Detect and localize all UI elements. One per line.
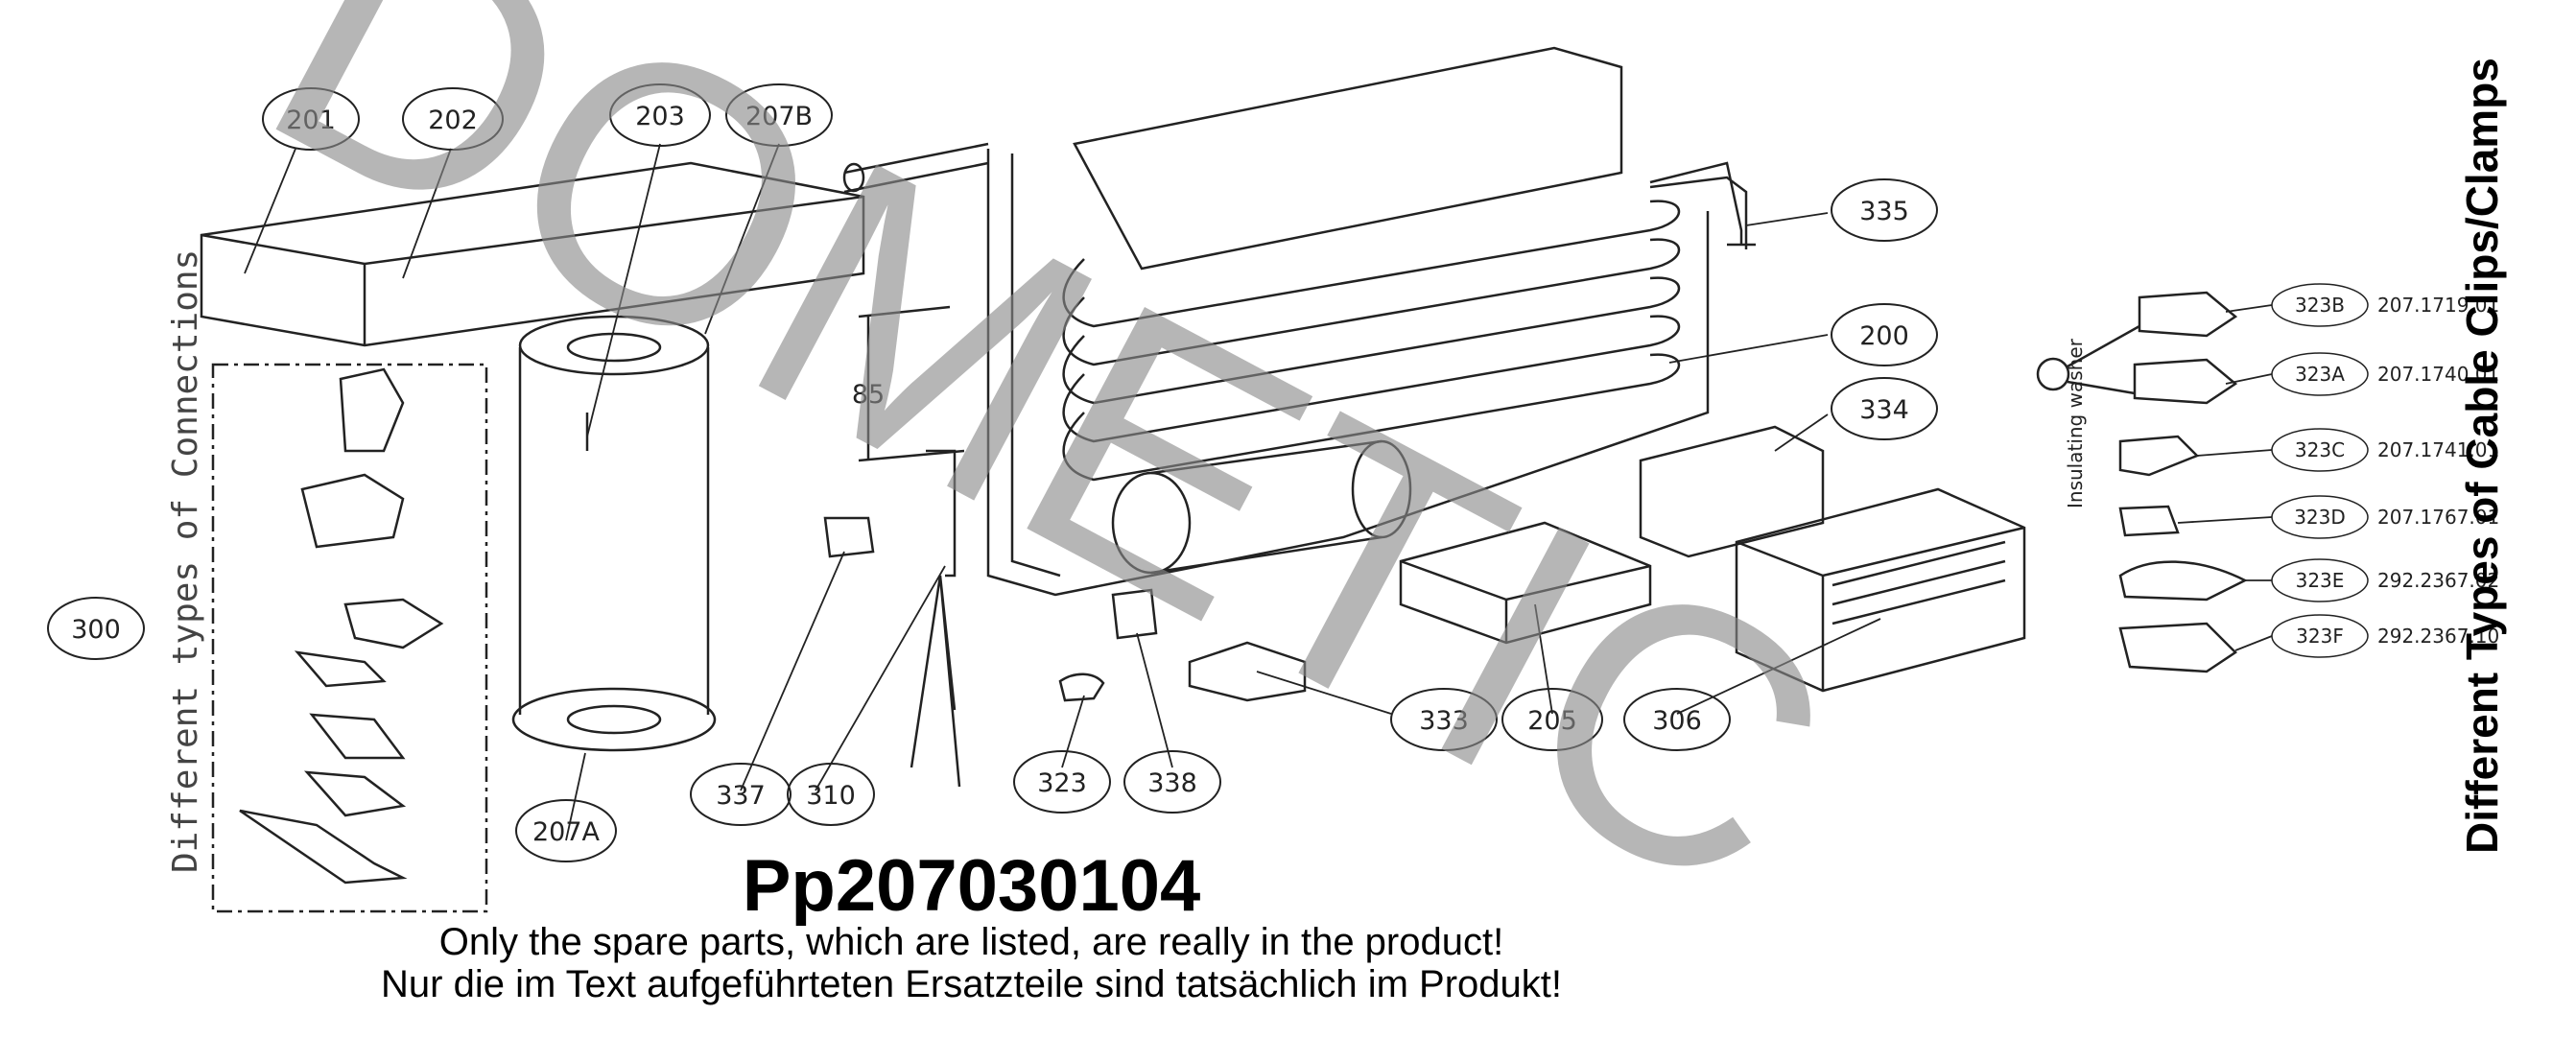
absorber-coil bbox=[842, 142, 1748, 597]
clip-ref-323d: 207.1767.01 bbox=[2377, 506, 2499, 529]
connector-335 bbox=[1649, 161, 1756, 247]
clip-labels: 323B 207.1719.01 323A 207.1740.01 323C 2… bbox=[2294, 294, 2499, 648]
clip-code-323e: 323E bbox=[2296, 569, 2345, 592]
callout-335: 335 bbox=[1859, 197, 1909, 226]
clip-code-323a: 323A bbox=[2295, 363, 2345, 386]
note-german: Nur die im Text aufgeführteten Ersatztei… bbox=[381, 963, 1562, 1005]
cylinder-top bbox=[518, 315, 710, 376]
leader-lines bbox=[244, 143, 2273, 841]
clips-caption: Different Types of Cable Clips/Clamps bbox=[2457, 58, 2507, 854]
condenser-fins bbox=[1073, 46, 1623, 271]
line-drawing bbox=[200, 46, 2248, 913]
callout-207b: 207B bbox=[745, 102, 813, 131]
callout-labels: 201 202 203 207B 335 200 334 300 207A 33… bbox=[71, 102, 1909, 847]
clip-ref-323e: 292.2367.02 bbox=[2377, 569, 2499, 592]
dimension-line bbox=[858, 305, 965, 462]
insulating-caption: Insulating washer bbox=[2064, 338, 2087, 508]
support-beam bbox=[200, 161, 865, 347]
bracket-334 bbox=[1639, 425, 1825, 558]
callout-310: 310 bbox=[806, 781, 856, 811]
callout-207a: 207A bbox=[532, 817, 601, 847]
callout-334: 334 bbox=[1859, 395, 1909, 425]
part-338 bbox=[1111, 588, 1158, 640]
connections-box bbox=[211, 363, 488, 913]
callout-201: 201 bbox=[286, 106, 336, 135]
burner-cover bbox=[1735, 487, 2026, 693]
cylinder-body bbox=[518, 347, 710, 715]
part-323 bbox=[1058, 673, 1105, 702]
callout-202: 202 bbox=[428, 106, 478, 135]
callout-333: 333 bbox=[1419, 706, 1469, 736]
clip-ref-323f: 292.2367.10 bbox=[2377, 625, 2499, 648]
dimension-label: 85 bbox=[852, 380, 885, 410]
clip-icons bbox=[2036, 291, 2248, 673]
clip-code-323f: 323F bbox=[2296, 625, 2344, 648]
callout-323: 323 bbox=[1037, 768, 1087, 798]
callout-337: 337 bbox=[716, 781, 766, 811]
clip-code-323c: 323C bbox=[2295, 438, 2345, 461]
clip-callout-circles bbox=[2271, 283, 2369, 658]
callout-203: 203 bbox=[635, 102, 685, 131]
drip-tray bbox=[1399, 521, 1652, 645]
callout-205: 205 bbox=[1527, 706, 1577, 736]
cylinder-base bbox=[511, 687, 717, 752]
callout-338: 338 bbox=[1147, 768, 1197, 798]
part-number: Pp207030104 bbox=[742, 845, 1201, 927]
plug-icons bbox=[239, 367, 444, 885]
clamp-337 bbox=[823, 516, 875, 558]
clip-code-323d: 323D bbox=[2294, 506, 2346, 529]
bracket-333 bbox=[1188, 641, 1307, 702]
clip-ref-323a: 207.1740.01 bbox=[2377, 363, 2499, 386]
brand-watermark: DOMETIC bbox=[213, 0, 1889, 973]
callout-306: 306 bbox=[1652, 706, 1702, 736]
clip-code-323b: 323B bbox=[2295, 294, 2345, 317]
callout-circles bbox=[47, 83, 1938, 862]
connections-caption: Different types of Connections bbox=[166, 249, 205, 873]
note-english: Only the spare parts, which are listed, … bbox=[438, 921, 1504, 963]
thermocouple bbox=[910, 449, 961, 788]
clip-ref-323b: 207.1719.01 bbox=[2377, 294, 2499, 317]
callout-300: 300 bbox=[71, 615, 121, 645]
callout-200: 200 bbox=[1859, 321, 1909, 351]
clip-ref-323c: 207.1741.01 bbox=[2377, 438, 2499, 461]
